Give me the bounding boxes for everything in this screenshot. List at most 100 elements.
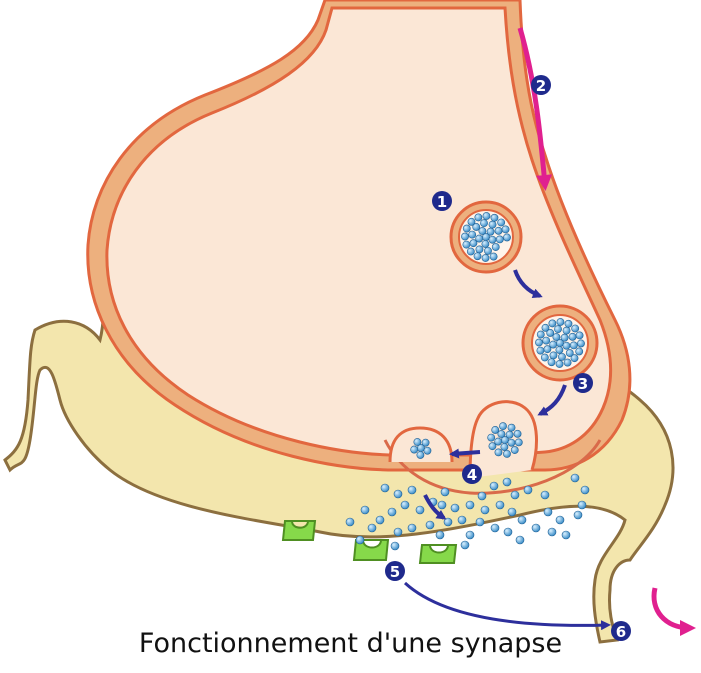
neurotransmitter-dot (562, 531, 570, 539)
neurotransmitter-dot (501, 443, 508, 450)
neurotransmitter-dot (394, 528, 402, 536)
arrow-5-to-6 (405, 583, 608, 625)
neurotransmitter-dot (503, 234, 510, 241)
neurotransmitter-dot (481, 506, 489, 514)
svg-text:5: 5 (390, 563, 400, 581)
neurotransmitter-dot (537, 347, 544, 354)
arrow-output (654, 588, 690, 628)
neurotransmitter-dot (542, 324, 549, 331)
neurotransmitter-dot (556, 346, 563, 353)
neurotransmitter-dot (550, 352, 557, 359)
neurotransmitter-dot (489, 221, 496, 228)
neurotransmitter-dot (476, 246, 483, 253)
neurotransmitter-dot (556, 516, 564, 524)
neurotransmitter-dot (548, 359, 555, 366)
neurotransmitter-dot (381, 484, 389, 492)
neurotransmitter-dot (426, 521, 434, 529)
neurotransmitter-dot (394, 490, 402, 498)
neurotransmitter-dot (491, 524, 499, 532)
neurotransmitter-dot (411, 446, 418, 453)
neurotransmitter-dot (441, 488, 449, 496)
neurotransmitter-dot (480, 220, 487, 227)
neurotransmitter-dot (495, 449, 502, 456)
neurotransmitter-dot (356, 536, 364, 544)
neurotransmitter-dot (498, 430, 505, 437)
neurotransmitter-dot (496, 501, 504, 509)
neurotransmitter-dot (408, 524, 416, 532)
svg-text:2: 2 (536, 77, 546, 95)
neurotransmitter-dot (466, 531, 474, 539)
neurotransmitter-dot (468, 218, 475, 225)
neurotransmitter-dot (576, 332, 583, 339)
neurotransmitter-dot (508, 424, 515, 431)
neurotransmitter-dot (424, 447, 431, 454)
neurotransmitter-dot (532, 524, 540, 532)
neurotransmitter-dot (557, 318, 564, 325)
neurotransmitter-dot (511, 446, 518, 453)
neurotransmitter-dot (489, 236, 496, 243)
neurotransmitter-dot (388, 508, 396, 516)
neurotransmitter-dot (408, 486, 416, 494)
neurotransmitter-dot (516, 536, 524, 544)
neurotransmitter-dot (492, 243, 499, 250)
neurotransmitter-dot (492, 426, 499, 433)
neurotransmitter-dot (474, 253, 481, 260)
neurotransmitter-dot (417, 451, 424, 458)
neurotransmitter-dot (502, 226, 509, 233)
neurotransmitter-dot (499, 423, 506, 430)
neurotransmitter-dot (574, 511, 582, 519)
neurotransmitter-dot (577, 340, 584, 347)
neurotransmitter-dot (484, 247, 491, 254)
neurotransmitter-dot (361, 506, 369, 514)
neurotransmitter-dot (508, 508, 516, 516)
vesicle-2 (523, 306, 597, 380)
neurotransmitter-dot (506, 431, 513, 438)
neurotransmitter-dot (490, 253, 497, 260)
neurotransmitter-dot (436, 531, 444, 539)
neurotransmitter-dot (479, 227, 486, 234)
svg-text:1: 1 (437, 193, 447, 211)
neurotransmitter-dot (467, 248, 474, 255)
neurotransmitter-dot (422, 439, 429, 446)
neurotransmitter-dot (487, 228, 494, 235)
neurotransmitter-dot (565, 320, 572, 327)
neurotransmitter-dot (543, 337, 550, 344)
neurotransmitter-dot (376, 516, 384, 524)
neurotransmitter-dot (482, 254, 489, 261)
fusing-vesicle (470, 402, 536, 478)
neurotransmitter-dot (416, 506, 424, 514)
neurotransmitter-dot (564, 359, 571, 366)
neurotransmitter-dot (554, 326, 561, 333)
neurotransmitter-dot (488, 434, 495, 441)
step-badge-2: 2 (531, 75, 551, 95)
neurotransmitter-dot (572, 325, 579, 332)
neurotransmitter-dot (503, 450, 510, 457)
neurotransmitter-dot (576, 348, 583, 355)
neurotransmitter-dot (414, 438, 421, 445)
neurotransmitter-dot (537, 331, 544, 338)
neurotransmitter-dot (391, 542, 399, 550)
neurotransmitter-dot (490, 482, 498, 490)
neurotransmitter-dot (578, 501, 586, 509)
neurotransmitter-dot (491, 214, 498, 221)
neurotransmitter-dot (476, 518, 484, 526)
neurotransmitter-dot (475, 214, 482, 221)
neurotransmitter-dot (483, 212, 490, 219)
neurotransmitter-dot (518, 516, 526, 524)
neurotransmitter-dot (463, 241, 470, 248)
svg-text:3: 3 (578, 375, 588, 393)
neurotransmitter-dot (548, 528, 556, 536)
neurotransmitter-dot (478, 492, 486, 500)
neurotransmitter-dot (504, 528, 512, 536)
neurotransmitter-dot (498, 219, 505, 226)
neurotransmitter-dot (401, 501, 409, 509)
neurotransmitter-dot (451, 504, 459, 512)
neurotransmitter-dot (535, 339, 542, 346)
step-badge-4: 4 (462, 464, 482, 484)
neurotransmitter-dot (571, 355, 578, 362)
neurotransmitter-dot (561, 334, 568, 341)
neurotransmitter-dot (469, 231, 476, 238)
neurotransmitter-dot (463, 225, 470, 232)
neurotransmitter-dot (503, 478, 511, 486)
